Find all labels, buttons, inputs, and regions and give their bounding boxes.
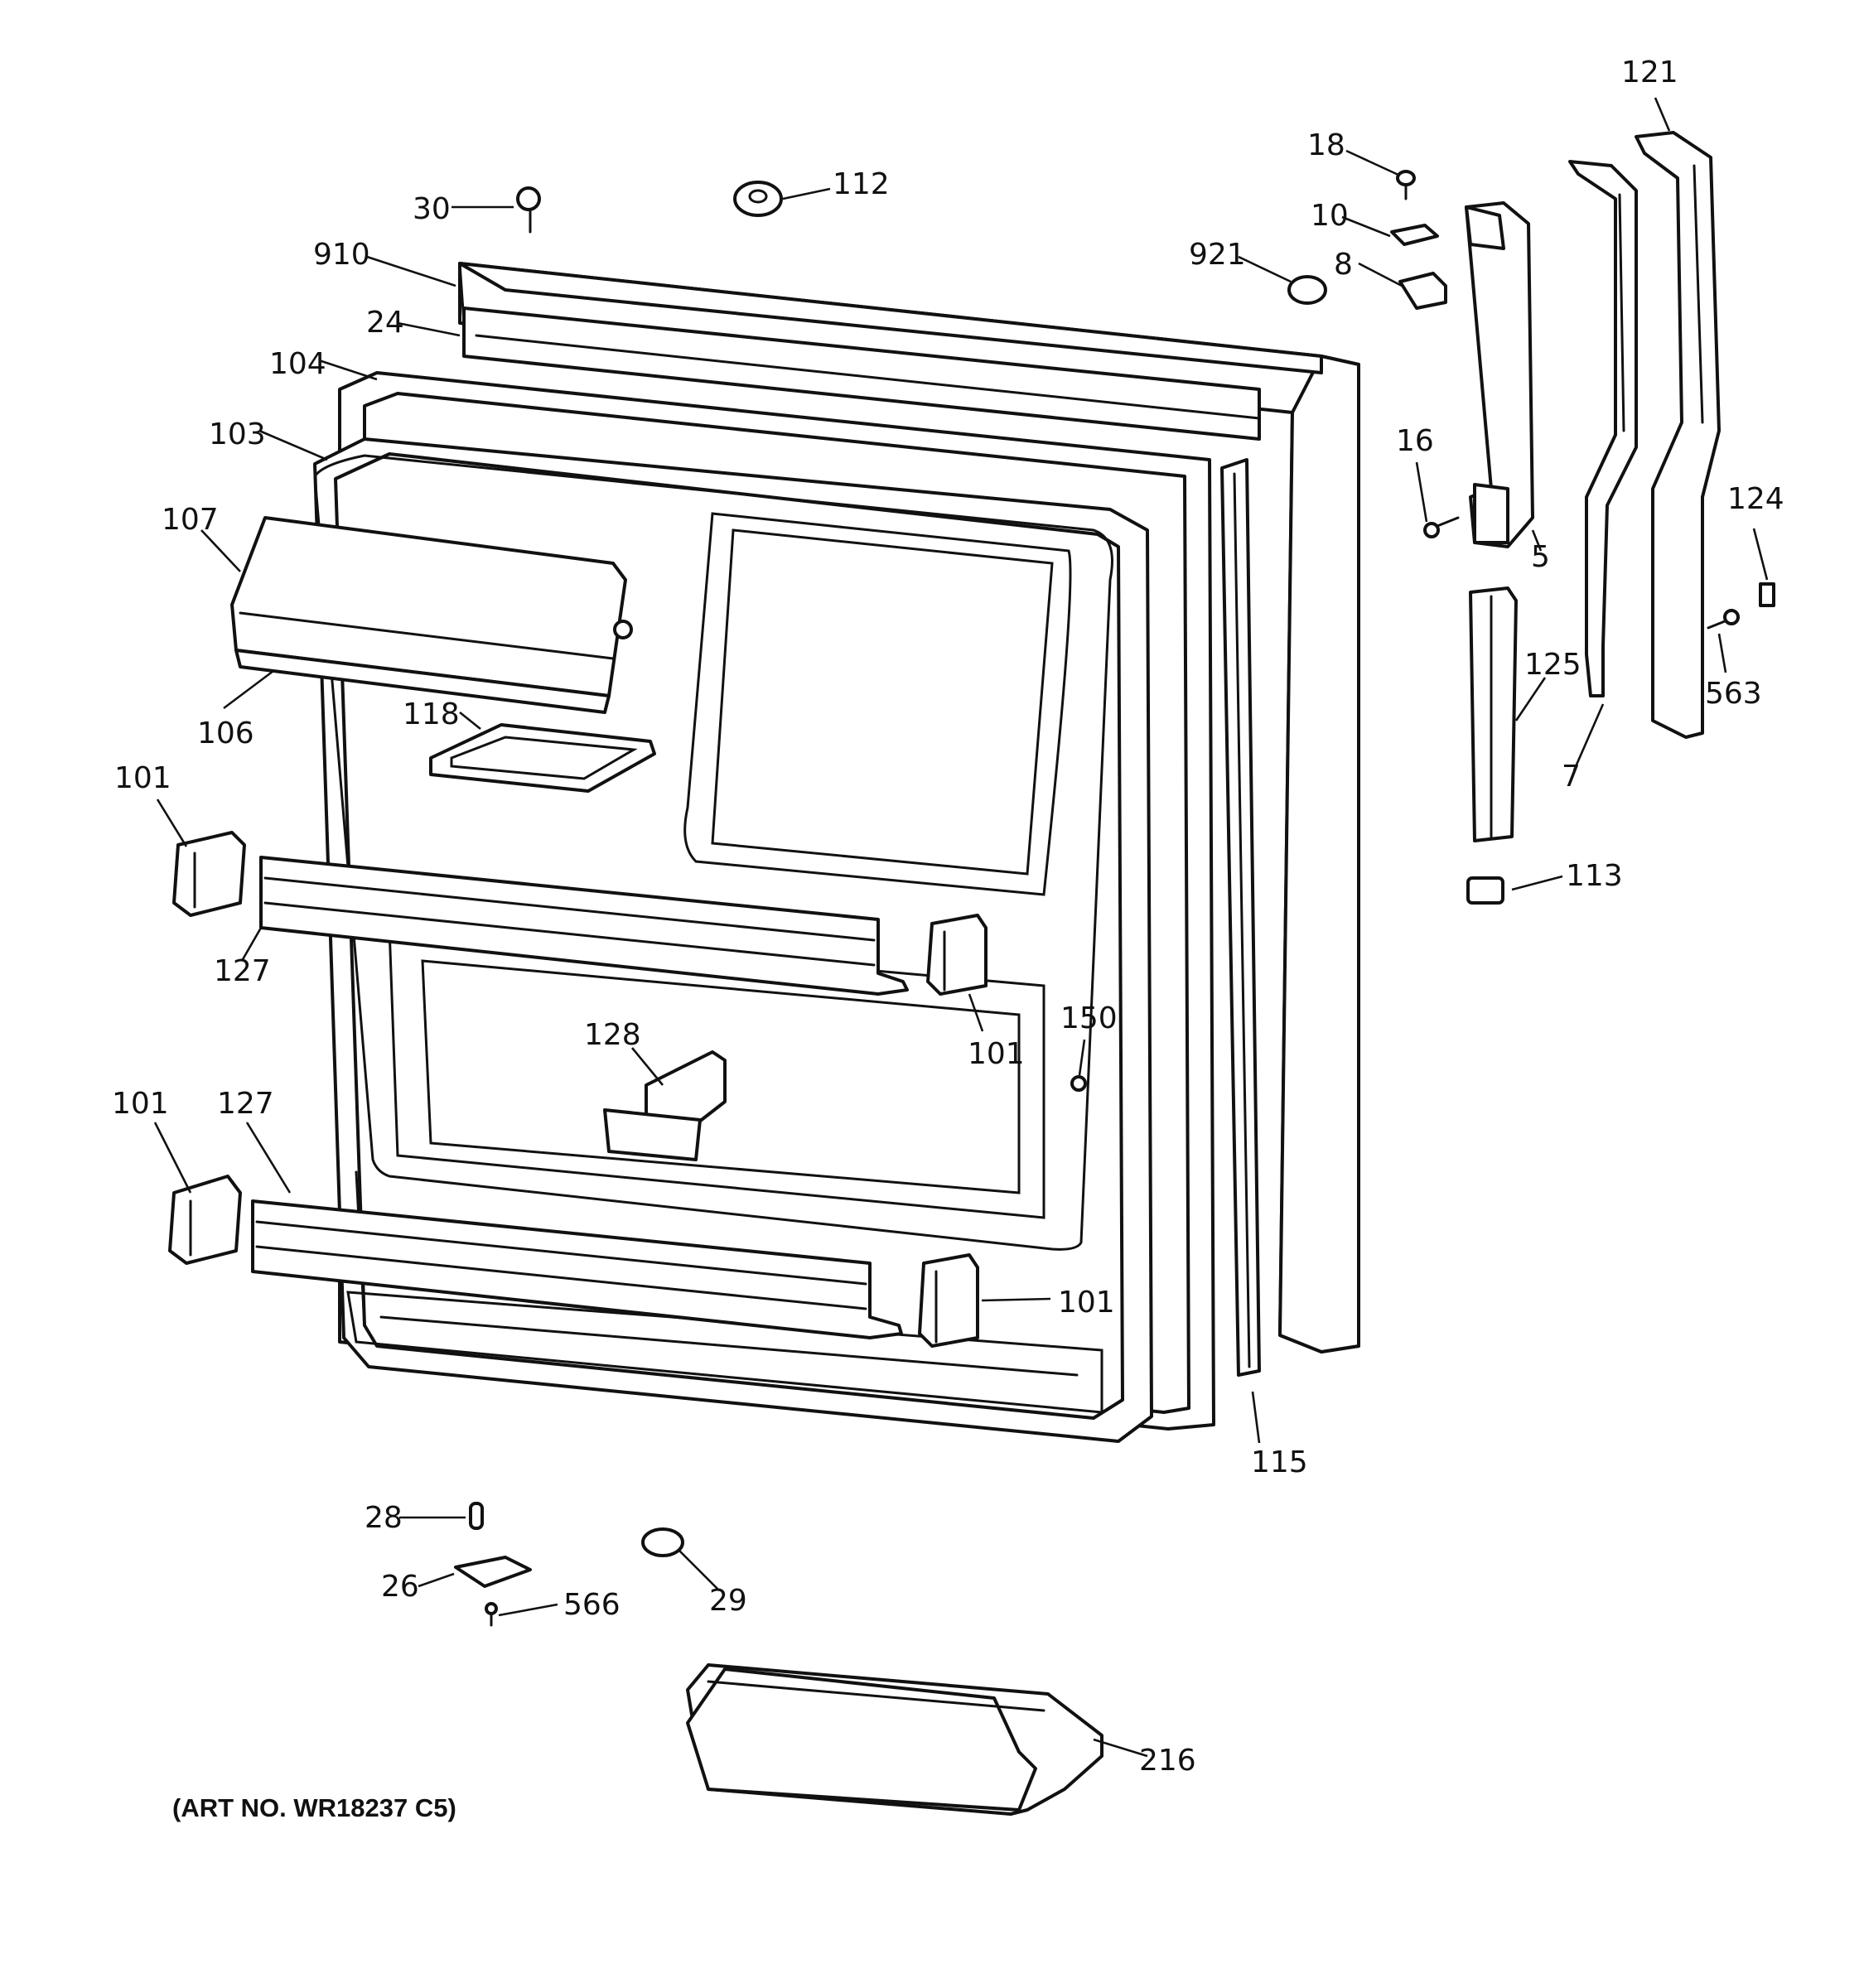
callout-112: 112: [833, 167, 890, 201]
outer-door-panel: [458, 262, 1360, 1353]
callout-910: 910: [313, 238, 370, 272]
hinge-screw: [485, 1602, 498, 1627]
callout-101-upper-left: 101: [114, 761, 171, 795]
shelf-end-cap: [168, 1175, 242, 1265]
upper-shelf-bar: [259, 856, 909, 996]
callout-216: 216: [1139, 1744, 1196, 1778]
lower-shelf-bar: [251, 1199, 903, 1339]
handle-bracket: [1465, 201, 1534, 548]
callout-28: 28: [365, 1501, 403, 1535]
shelf-end-cap: [926, 914, 988, 996]
callout-104: 104: [269, 347, 326, 381]
callout-921: 921: [1189, 238, 1246, 272]
gasket-strip: [1220, 458, 1261, 1377]
door-stop: [641, 1527, 684, 1557]
screw: [516, 186, 541, 234]
callout-150: 150: [1060, 1001, 1118, 1035]
callout-127-lower: 127: [217, 1087, 274, 1121]
handle-spacer: [1469, 586, 1518, 842]
callout-115: 115: [1251, 1445, 1308, 1479]
callout-566: 566: [563, 1588, 621, 1622]
door-bin: [686, 1663, 1103, 1816]
shelf-end-cap: [918, 1253, 979, 1348]
callout-29: 29: [709, 1584, 747, 1618]
callout-106: 106: [197, 717, 254, 750]
callout-127-upper: 127: [214, 954, 271, 988]
callout-16: 16: [1396, 424, 1434, 458]
art-number: (ART NO. WR18237 C5): [172, 1793, 456, 1822]
hinge-plate: [454, 1556, 532, 1588]
callout-30: 30: [413, 192, 451, 226]
end-cap-plug: [1466, 876, 1504, 905]
hinge-cover: [1398, 272, 1447, 310]
hinge-pin-clip: [1390, 224, 1439, 246]
small-screw: [1396, 170, 1416, 200]
hinge-pin: [469, 1502, 484, 1530]
handle-screw: [1423, 516, 1460, 538]
small-tray: [429, 723, 656, 793]
callout-24: 24: [366, 306, 404, 340]
door-plug: [733, 181, 783, 217]
hinge-strap: [1635, 131, 1721, 739]
strap-screw: [1707, 609, 1740, 630]
callout-8: 8: [1334, 248, 1353, 282]
callout-leaders: [153, 97, 1769, 1758]
callout-18: 18: [1307, 128, 1345, 162]
callout-128: 128: [584, 1018, 641, 1052]
callout-563: 563: [1705, 677, 1762, 711]
callout-7: 7: [1562, 760, 1581, 794]
callout-113: 113: [1566, 859, 1623, 893]
bottle-retainer: [603, 1050, 727, 1161]
callout-101-lower-right: 101: [1058, 1286, 1115, 1320]
handle-strap: [1568, 160, 1638, 697]
callout-124: 124: [1727, 482, 1784, 516]
callout-26: 26: [381, 1570, 419, 1604]
plug-button: [1287, 275, 1327, 305]
callout-125: 125: [1524, 648, 1582, 682]
callout-101-upper-right: 101: [968, 1037, 1025, 1071]
callout-5: 5: [1531, 540, 1550, 574]
shelf-end-cap: [172, 831, 246, 917]
callout-107: 107: [162, 503, 219, 537]
callout-103: 103: [209, 417, 266, 451]
callout-101-lower-left: 101: [112, 1087, 169, 1121]
stop-screw: [1070, 1075, 1087, 1092]
callout-121: 121: [1621, 55, 1678, 89]
callout-10: 10: [1311, 199, 1349, 233]
callout-118: 118: [403, 697, 460, 731]
clip: [1759, 582, 1775, 607]
dairy-door: [230, 516, 633, 714]
